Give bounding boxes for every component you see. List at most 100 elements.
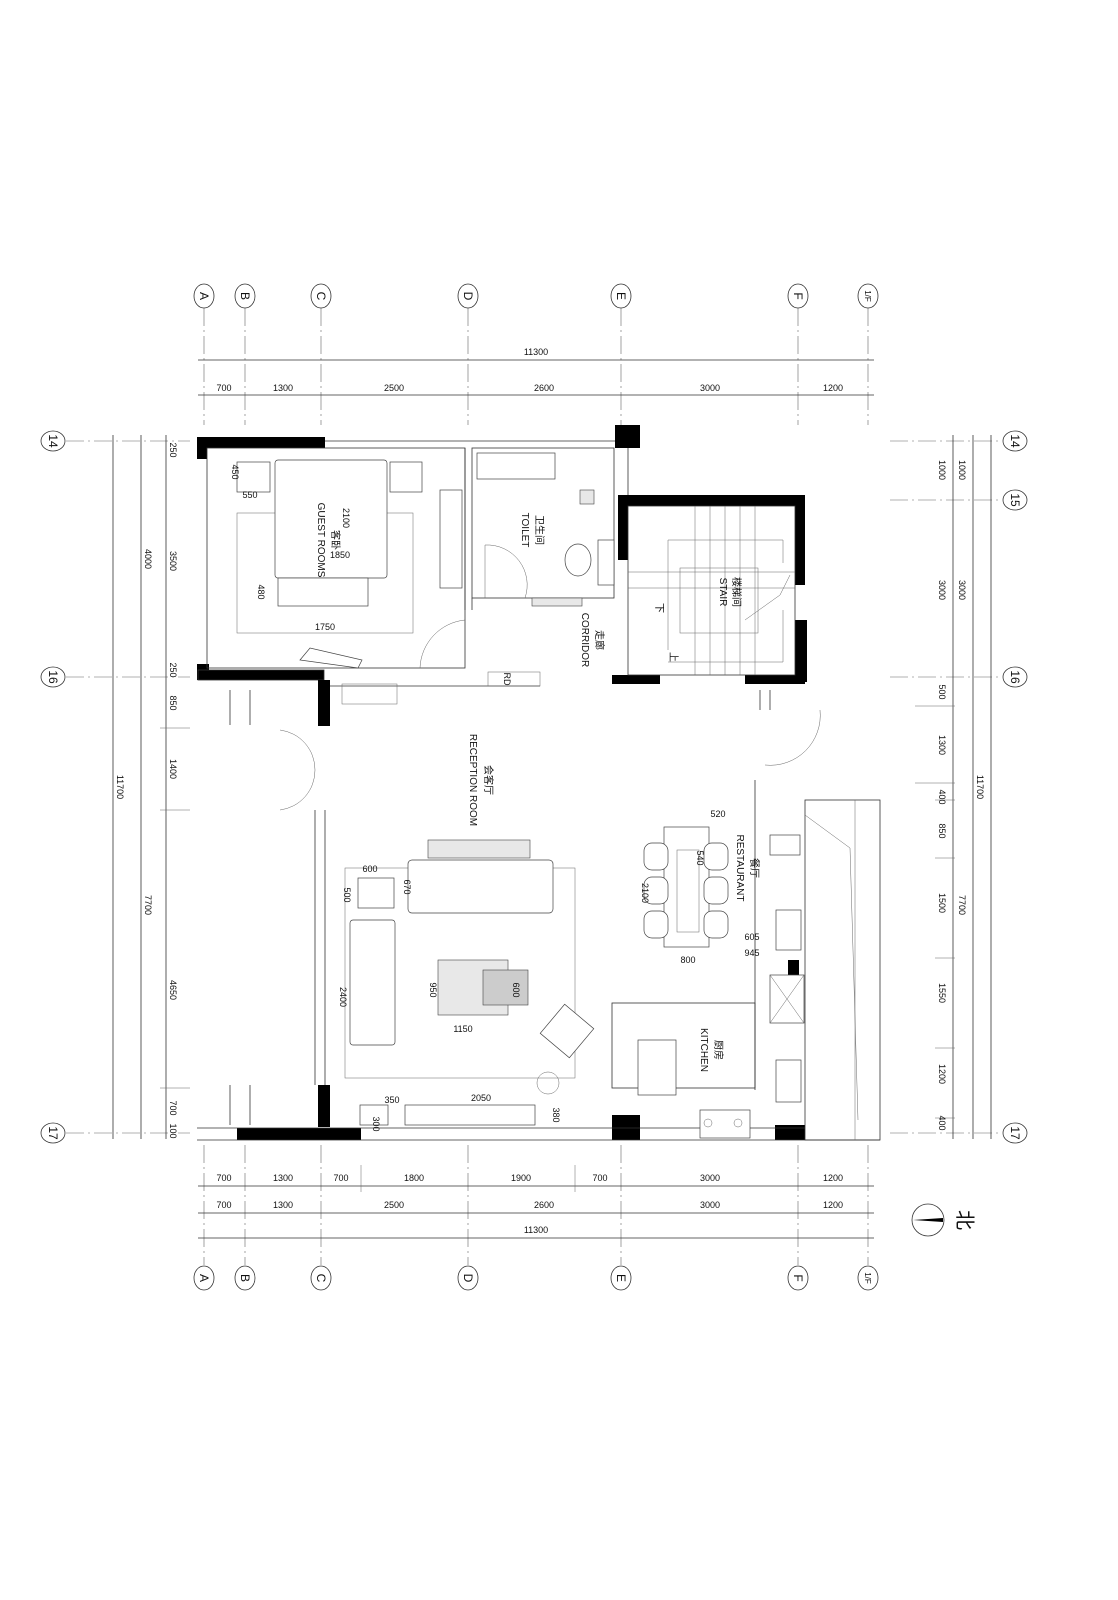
grid-bubbles-top: A B C D E F 1/F — [193, 283, 879, 309]
sofa-side — [349, 919, 396, 1046]
chair — [643, 842, 669, 871]
dim-right-mid: 7700 — [957, 895, 967, 915]
dim-bottom: 700 — [216, 1200, 231, 1210]
room-stair-en: STAIR — [717, 578, 728, 607]
dim-left-mid: 7700 — [143, 895, 153, 915]
dim-top: 3000 — [700, 383, 720, 393]
dim-side-table-d: 500 — [342, 887, 352, 902]
chair — [643, 910, 669, 939]
dim-bottom: 1300 — [273, 1200, 293, 1210]
dim-left-mid: 4000 — [143, 549, 153, 569]
grid-label-16: 16 — [46, 670, 60, 684]
tv-side — [359, 1104, 389, 1126]
dim-sofa-l: 2400 — [338, 987, 348, 1007]
dim-right: 400 — [937, 1115, 947, 1130]
grid-label-d: D — [461, 1274, 475, 1283]
dim-nightstand-w: 550 — [242, 490, 257, 500]
north-arrow-icon — [913, 1218, 943, 1222]
dim-bottom-detail: 3000 — [700, 1173, 720, 1183]
dim-bottom-total: 11300 — [524, 1225, 548, 1235]
bench — [277, 577, 369, 607]
dim-dining-table-w: 540 — [695, 850, 705, 865]
room-labels: 客卧 GUEST ROOMS 卫生间 TOILET 走廊 CORRIDOR 楼梯… — [315, 503, 761, 1072]
dim-right: 1550 — [937, 983, 947, 1003]
dim-right-total: 11700 — [975, 775, 985, 799]
vanity — [476, 452, 556, 480]
dim-tv-side-w: 350 — [384, 1095, 399, 1105]
doors — [279, 544, 821, 811]
guest-room-furniture: 450 550 2100 1850 480 1750 — [230, 459, 463, 669]
dim-bottom: 3000 — [700, 1200, 720, 1210]
room-toilet-en: TOILET — [519, 513, 530, 548]
dim-coffee-d: 950 — [428, 982, 438, 997]
chair — [643, 876, 669, 905]
cabinet — [637, 1039, 677, 1096]
dim-top: 2500 — [384, 383, 404, 393]
dim-left: 700 — [168, 1100, 178, 1115]
grid-label-d: D — [461, 292, 475, 301]
grid-bubbles-rows: 14 16 17 14 15 16 17 — [40, 430, 1028, 1144]
dim-bed-l: 2100 — [341, 508, 351, 528]
dining-kitchen-furniture: 520 540 2100 800 945 605 — [637, 809, 805, 1139]
dim-right-mid: 1000 — [957, 460, 967, 480]
dim-left: 250 — [168, 662, 178, 677]
dim-tv-d: 380 — [551, 1107, 561, 1122]
dim-counter-gap: 605 — [744, 932, 759, 942]
room-kitchen-en: KITCHEN — [698, 1028, 709, 1072]
grid-label-17: 17 — [46, 1126, 60, 1140]
rd-label: RD — [502, 673, 512, 686]
grid-label-15: 15 — [1008, 493, 1022, 507]
room-reception-cn: 会客厅 — [482, 765, 495, 795]
room-corridor-cn: 走廊 — [593, 630, 606, 650]
dim-sofa-d: 670 — [402, 879, 412, 894]
dim-bottom-detail: 700 — [333, 1173, 348, 1183]
dimensions-right: 1000 3000 500 1300 400 850 1500 1550 120… — [915, 435, 992, 1139]
room-guest-en: GUEST ROOMS — [315, 503, 326, 578]
dining-table — [663, 826, 710, 948]
grid-bubbles-bottom: A B C D E F 1/F — [193, 1265, 879, 1291]
grid-label-f: F — [791, 292, 805, 299]
grid-label-14: 14 — [1008, 434, 1022, 448]
dim-top-total: 11300 — [524, 347, 548, 357]
room-stair-cn: 楼梯间 — [730, 577, 743, 607]
grid-label-14: 14 — [46, 434, 60, 448]
dim-rug-w: 1750 — [315, 622, 335, 632]
dim-tv-side-d: 300 — [371, 1116, 381, 1131]
dim-dining-chair: 520 — [710, 809, 725, 819]
nightstand — [236, 461, 271, 493]
grid-label-a: A — [197, 292, 211, 300]
dim-dining-l: 2100 — [640, 883, 650, 903]
room-restaurant-cn: 餐厅 — [748, 858, 761, 878]
dim-right: 1000 — [937, 460, 947, 480]
tv-cabinet — [404, 1104, 536, 1126]
dim-bottom-detail: 1300 — [273, 1173, 293, 1183]
grid-label-1f: 1/F — [863, 1272, 872, 1284]
dim-tv-w: 2050 — [471, 1093, 491, 1103]
dim-left: 4650 — [168, 980, 178, 1000]
toilet-fixtures — [476, 452, 615, 607]
dim-top: 700 — [216, 383, 231, 393]
dimensions-bottom: 700 1300 700 1800 1900 700 3000 1200 700… — [198, 1165, 874, 1239]
room-guest-cn: 客卧 — [329, 530, 342, 550]
stair: 下 上 — [628, 506, 795, 675]
dim-nightstand-d: 450 — [230, 464, 240, 479]
grid-label-a: A — [197, 1274, 211, 1282]
sink — [775, 909, 802, 951]
toilet-bowl — [564, 543, 592, 577]
dim-left-total: 11700 — [115, 775, 125, 799]
north-label: 北 — [953, 1210, 976, 1230]
grid-label-c: C — [314, 292, 328, 301]
dim-bench-d: 480 — [256, 584, 266, 599]
room-kitchen-cn: 厨房 — [712, 1040, 725, 1060]
dim-bottom: 2500 — [384, 1200, 404, 1210]
grid-label-1f: 1/F — [863, 290, 872, 302]
dim-right: 1200 — [937, 1064, 947, 1084]
dim-right: 500 — [937, 684, 947, 699]
dim-right-mid: 3000 — [957, 580, 967, 600]
armchair — [539, 1003, 595, 1059]
dim-side-table-w: 600 — [362, 864, 377, 874]
wardrobe — [439, 489, 463, 589]
dim-bottom-detail: 1200 — [823, 1173, 843, 1183]
grid-label-e: E — [614, 292, 628, 300]
room-restaurant-en: RESTAURANT — [734, 834, 745, 901]
